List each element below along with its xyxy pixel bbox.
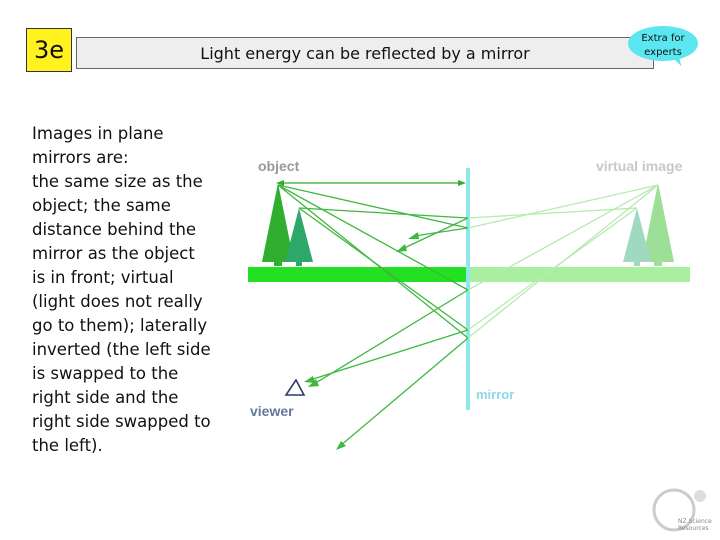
logo-line-1: NZ Science [678,518,712,525]
label-viewer: viewer [250,403,294,419]
ground-object-side [248,267,468,282]
label-virtual-image: virtual image [596,158,683,174]
extra-for-experts-label[interactable]: Extra for experts [622,32,704,60]
light-rays [277,184,469,447]
explanation-text: Images in plane mirrors are: the same si… [32,122,212,458]
logo-wordmark: NZ Science Resources [678,518,712,532]
ground-image-side [470,267,690,282]
label-object: object [258,158,300,174]
virtual-tree-icon [623,183,674,266]
object-tree-icon [262,183,313,266]
mirror-line [466,168,470,410]
extra-line-1: Extra for [641,33,685,44]
explanation-points: the same size as the object; the same di… [32,172,211,455]
ray-arrowheads [304,232,419,450]
section-badge: 3e [26,28,72,72]
explanation-heading: Images in plane mirrors are: [32,124,164,167]
page-title: Light energy can be reflected by a mirro… [76,37,654,69]
distance-arrow [276,180,466,186]
label-mirror: mirror [476,387,514,402]
mirror-reflection-diagram: object virtual image mirror viewer [248,158,690,450]
nz-science-logo-icon [652,488,706,532]
extra-line-2: experts [644,47,682,58]
virtual-rays [467,184,659,339]
viewer-eye-icon [284,378,306,396]
logo-line-2: Resources [678,525,709,532]
speech-bubble-icon [628,26,698,67]
